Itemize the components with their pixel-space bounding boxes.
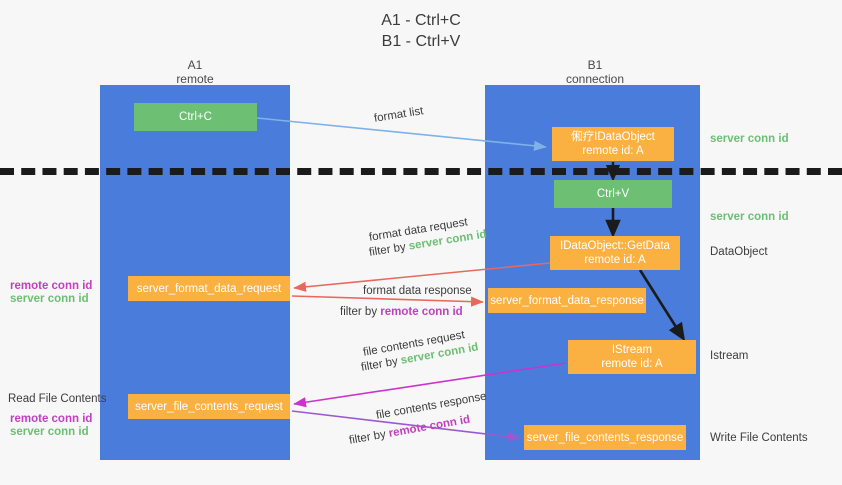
edge-label-format-list-text: format list: [373, 105, 425, 125]
right-label-istream: Istream: [710, 350, 749, 362]
node-ctrl-c-label: Ctrl+C: [179, 111, 212, 123]
title-line-1: A1 - Ctrl+C: [381, 12, 461, 29]
left-label-server-conn-id-2: server conn id: [10, 426, 89, 438]
right-label-dataobject: DataObject: [710, 246, 768, 258]
remote-conn-id-text-1: remote conn id: [380, 306, 463, 318]
filter-by-text-4: filter by: [348, 427, 390, 447]
column-b1-sub: connection: [565, 72, 625, 86]
node-server-file-contents-response-label: server_file_contents_response: [526, 431, 684, 444]
column-b1-name: B1: [587, 58, 603, 72]
node-irl-dataobject[interactable]: 俰疗IDataObject remote id: A: [552, 127, 674, 161]
node-istream-remote-id: remote id: A: [601, 358, 663, 370]
column-a1-name: A1: [187, 58, 203, 72]
node-idataobject-getdata[interactable]: IDataObject::GetData remote id: A: [550, 236, 680, 270]
left-label-remote-conn-id-1: remote conn id: [10, 280, 93, 292]
page-title: A1 - Ctrl+C B1 - Ctrl+V: [0, 10, 842, 52]
node-istream-label: IStream: [611, 344, 653, 356]
filter-by-text-2: filter by: [340, 306, 381, 318]
node-idataobject-getdata-remote-id: remote id: A: [584, 254, 646, 266]
node-server-file-contents-response[interactable]: server_file_contents_response: [524, 425, 686, 450]
left-label-remote-conn-id-2: remote conn id: [10, 413, 93, 425]
column-header-a1: A1 remote: [145, 58, 245, 86]
node-ctrl-v[interactable]: Ctrl+V: [554, 180, 672, 208]
edge-label-format-data-response-text: format data response: [363, 285, 472, 297]
divider-dashed-line: [0, 168, 842, 175]
node-istream[interactable]: IStream remote id: A: [568, 340, 696, 374]
edge-label-file-contents-response-text: file contents response: [375, 390, 488, 422]
node-idataobject-getdata-label: IDataObject::GetData: [560, 240, 670, 252]
node-server-format-data-response[interactable]: server_format_data_response: [488, 288, 646, 313]
right-label-write-file-contents: Write File Contents: [710, 432, 808, 444]
right-label-server-conn-id-2: server conn id: [710, 211, 789, 223]
node-ctrl-v-label: Ctrl+V: [596, 188, 630, 200]
node-ctrl-c[interactable]: Ctrl+C: [134, 103, 257, 131]
node-server-file-contents-request-label: server_file_contents_request: [135, 400, 283, 413]
left-label-read-file-contents: Read File Contents: [8, 393, 107, 405]
node-server-format-data-response-label: server_format_data_response: [490, 294, 644, 307]
node-server-format-data-request-label: server_format_data_request: [136, 282, 282, 295]
column-a1-sub: remote: [176, 72, 214, 86]
edge-label-format-data-response: format data response: [363, 284, 472, 299]
node-irl-dataobject-label: 俰疗IDataObject: [571, 131, 655, 143]
right-label-server-conn-id-1: server conn id: [710, 133, 789, 145]
left-label-server-conn-id-1: server conn id: [10, 293, 89, 305]
edge-label-format-data-response-filter: filter by remote conn id: [340, 305, 463, 320]
node-irl-dataobject-remote-id: remote id: A: [582, 145, 644, 157]
node-server-file-contents-request[interactable]: server_file_contents_request: [128, 394, 290, 419]
column-header-b1: B1 connection: [545, 58, 645, 86]
title-line-2: B1 - Ctrl+V: [381, 33, 461, 50]
edge-label-format-list: format list: [373, 104, 425, 127]
node-server-format-data-request[interactable]: server_format_data_request: [128, 276, 290, 301]
